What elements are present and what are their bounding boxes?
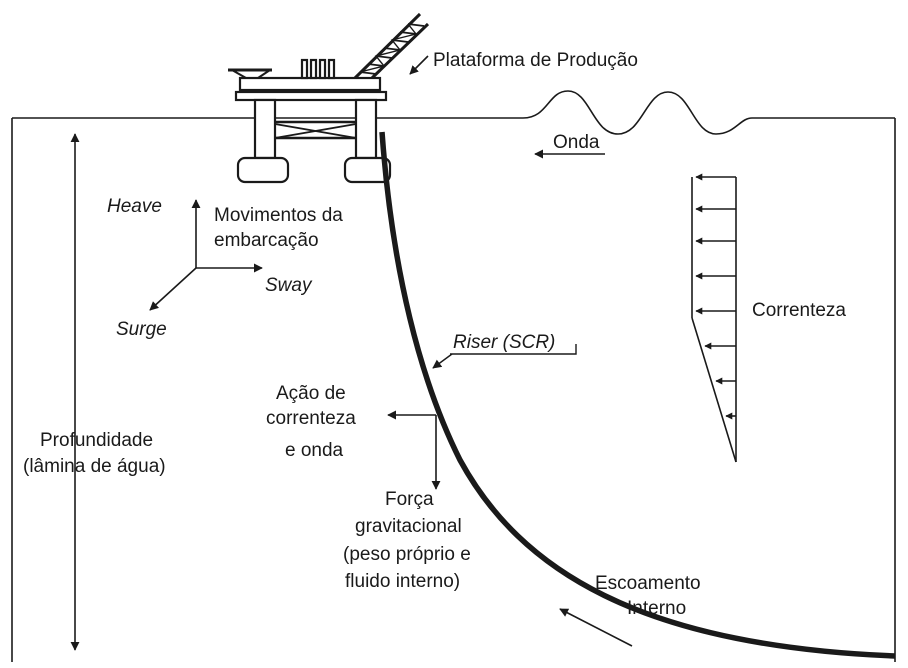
action-label-line1: Ação de	[276, 383, 346, 404]
riser-pointer-arrow	[432, 353, 453, 369]
flow-label-line1: Escoamento	[595, 573, 701, 594]
sea-surface-line	[12, 90, 895, 135]
gravity-label-line2: gravitacional	[355, 516, 462, 537]
action-label-line3: e onda	[285, 440, 344, 461]
sway-label: Sway	[265, 275, 313, 296]
depth-label-line2: (lâmina de água)	[23, 456, 166, 477]
platform-pointer-arrow	[409, 55, 429, 75]
gravity-label-line3: (peso próprio e	[343, 544, 471, 565]
gravity-label-line4: fluido interno)	[345, 571, 460, 592]
surge-label: Surge	[116, 319, 167, 340]
vessel-motion-axes	[149, 199, 263, 311]
riser-pointer	[450, 344, 577, 355]
heave-label: Heave	[107, 196, 162, 217]
flow-label-line2: Interno	[627, 598, 686, 619]
vessel-motions-label-line1: Movimentos da	[214, 205, 343, 226]
production-platform	[228, 12, 430, 184]
vessel-motions-label-line2: embarcação	[214, 230, 319, 251]
current-profile	[691, 173, 737, 463]
riser-scr	[379, 131, 896, 659]
internal-flow-arrow	[559, 608, 633, 647]
wave-label: Onda	[553, 132, 600, 153]
action-label-line2: correnteza	[266, 408, 356, 429]
depth-label-line1: Profundidade	[40, 430, 153, 451]
current-label: Correnteza	[752, 300, 846, 321]
gravity-label-line1: Força	[385, 489, 434, 510]
platform-label: Plataforma de Produção	[433, 50, 638, 71]
riser-label: Riser (SCR)	[453, 332, 555, 353]
